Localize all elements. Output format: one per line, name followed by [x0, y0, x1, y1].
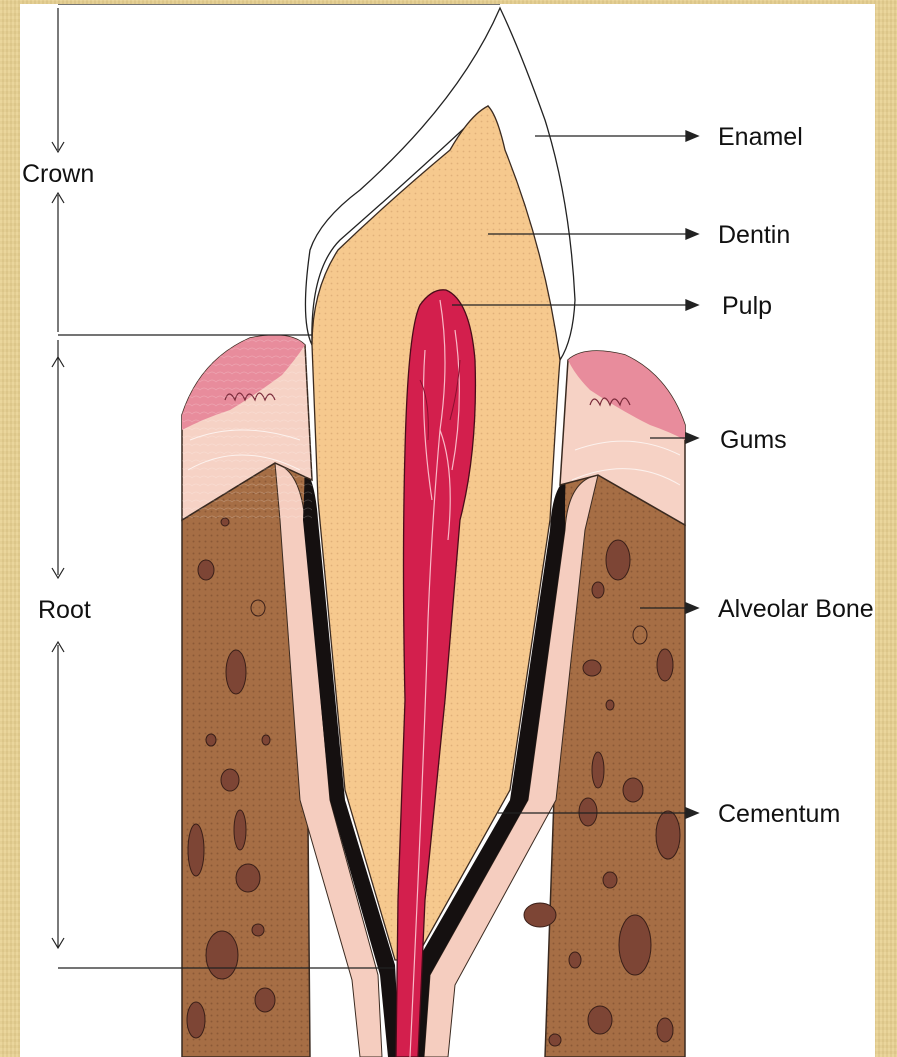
crown-label: Crown: [22, 160, 94, 188]
cementum-label: Cementum: [718, 800, 840, 828]
alveolar-bone-label: Alveolar Bone: [718, 595, 874, 623]
gum-left: [182, 335, 312, 520]
enamel-label: Enamel: [718, 123, 803, 151]
gums-label: Gums: [720, 426, 787, 454]
root-label: Root: [38, 596, 91, 624]
pulp-label: Pulp: [722, 292, 772, 320]
dentin-label: Dentin: [718, 221, 790, 249]
